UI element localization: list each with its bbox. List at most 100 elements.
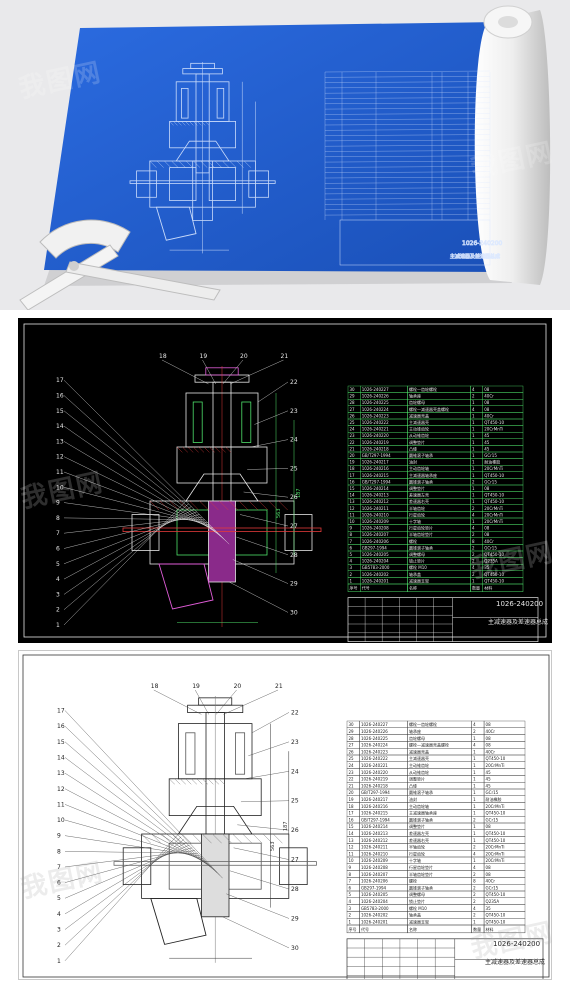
balloon-28: 28	[291, 886, 299, 893]
svg-text:21: 21	[349, 783, 355, 788]
balloon-24: 24	[290, 437, 298, 444]
svg-text:30: 30	[349, 722, 355, 727]
drawing-number-paper: 1026-240200	[493, 940, 540, 948]
svg-text:4: 4	[472, 526, 475, 531]
svg-text:1026-240222: 1026-240222	[361, 756, 388, 761]
svg-text:1026-240212: 1026-240212	[362, 499, 389, 504]
svg-text:20CrMnTi: 20CrMnTi	[486, 858, 505, 863]
svg-text:圆锥滚子轴承: 圆锥滚子轴承	[409, 452, 433, 458]
svg-text:2: 2	[473, 817, 476, 822]
svg-text:螺栓—齿轮螺栓: 螺栓—齿轮螺栓	[409, 386, 437, 392]
svg-text:1: 1	[473, 919, 476, 924]
svg-text:主动锥齿轮: 主动锥齿轮	[409, 426, 429, 432]
svg-text:GCr15: GCr15	[486, 790, 499, 795]
balloon-12: 12	[57, 786, 65, 793]
svg-text:螺栓—减速器壳盖螺栓: 螺栓—减速器壳盖螺栓	[409, 406, 449, 412]
drawing-number-dark: 1026-240200	[496, 600, 543, 608]
balloon-8: 8	[56, 515, 60, 522]
svg-text:1026-240219: 1026-240219	[361, 777, 388, 782]
svg-text:十字轴: 十字轴	[409, 518, 421, 524]
svg-text:10: 10	[350, 519, 356, 524]
svg-text:13: 13	[349, 838, 355, 843]
svg-text:1: 1	[472, 493, 475, 498]
svg-text:1: 1	[473, 824, 476, 829]
svg-text:1: 1	[350, 578, 353, 583]
svg-text:17: 17	[349, 811, 355, 816]
svg-text:20CrMnTi: 20CrMnTi	[486, 804, 505, 809]
svg-text:20CrMnTi: 20CrMnTi	[484, 512, 503, 517]
svg-text:半轴齿轮垫片: 半轴齿轮垫片	[409, 531, 433, 537]
svg-text:1026-240204: 1026-240204	[361, 899, 388, 904]
svg-text:08: 08	[486, 824, 492, 829]
svg-text:1: 1	[472, 486, 475, 491]
svg-text:QT450-10: QT450-10	[486, 838, 506, 843]
svg-text:QT450-10: QT450-10	[486, 919, 506, 924]
svg-text:08: 08	[486, 872, 492, 877]
svg-text:08: 08	[486, 743, 492, 748]
svg-text:2: 2	[472, 545, 475, 550]
svg-text:45: 45	[484, 446, 490, 451]
balloon-1: 1	[57, 958, 61, 965]
svg-text:名称: 名称	[409, 926, 417, 932]
svg-text:十字轴: 十字轴	[409, 857, 421, 863]
svg-text:23: 23	[349, 770, 355, 775]
svg-text:4: 4	[472, 387, 475, 392]
svg-text:2: 2	[473, 913, 476, 918]
svg-text:差速器右壳: 差速器右壳	[409, 837, 429, 843]
svg-text:4: 4	[349, 899, 352, 904]
svg-text:40Cr: 40Cr	[484, 539, 494, 544]
svg-text:GB/T297-1994: GB/T297-1994	[362, 453, 391, 458]
balloon-15: 15	[56, 408, 64, 415]
svg-text:7: 7	[350, 539, 353, 544]
svg-text:2: 2	[473, 899, 476, 904]
svg-text:1: 1	[472, 578, 475, 583]
svg-text:1026-240204: 1026-240204	[362, 559, 389, 564]
svg-text:数量: 数量	[473, 926, 481, 932]
svg-text:1026-240200: 1026-240200	[462, 240, 503, 247]
svg-text:锁止垫片: 锁止垫片	[409, 558, 425, 564]
svg-text:1026-240223: 1026-240223	[361, 749, 388, 754]
svg-text:1: 1	[472, 466, 475, 471]
svg-text:锁止垫片: 锁止垫片	[409, 898, 425, 904]
svg-text:GCr15: GCr15	[484, 479, 497, 484]
balloon-13: 13	[57, 770, 65, 777]
svg-text:12: 12	[349, 845, 355, 850]
balloon-26: 26	[291, 827, 299, 834]
svg-text:圆锥滚子轴承: 圆锥滚子轴承	[409, 544, 433, 550]
svg-text:18: 18	[350, 466, 356, 471]
svg-text:代号: 代号	[362, 585, 370, 591]
svg-text:1026-240202: 1026-240202	[361, 913, 388, 918]
svg-text:1: 1	[472, 420, 475, 425]
svg-text:GB5783-2000: GB5783-2000	[362, 565, 390, 570]
balloon-16: 16	[56, 393, 64, 400]
balloon-11: 11	[56, 469, 64, 476]
balloon-23: 23	[290, 408, 298, 415]
balloon-30: 30	[291, 945, 299, 952]
balloon-25: 25	[290, 465, 298, 472]
svg-text:1026-240226: 1026-240226	[361, 729, 388, 734]
balloon-8: 8	[57, 848, 61, 855]
svg-text:1026-240216: 1026-240216	[361, 804, 388, 809]
svg-text:1: 1	[472, 440, 475, 445]
svg-text:1026-240214: 1026-240214	[362, 486, 389, 491]
svg-text:26: 26	[349, 749, 355, 754]
svg-text:主动齿轮轴: 主动齿轮轴	[409, 465, 429, 471]
svg-text:20CrMnTi: 20CrMnTi	[484, 506, 503, 511]
svg-text:圆锥滚子轴承: 圆锥滚子轴承	[409, 789, 433, 795]
svg-text:1026-240202: 1026-240202	[362, 572, 389, 577]
svg-text:1: 1	[472, 499, 475, 504]
svg-text:22: 22	[350, 440, 356, 445]
balloon-1: 1	[56, 622, 60, 629]
balloon-20: 20	[240, 353, 248, 360]
